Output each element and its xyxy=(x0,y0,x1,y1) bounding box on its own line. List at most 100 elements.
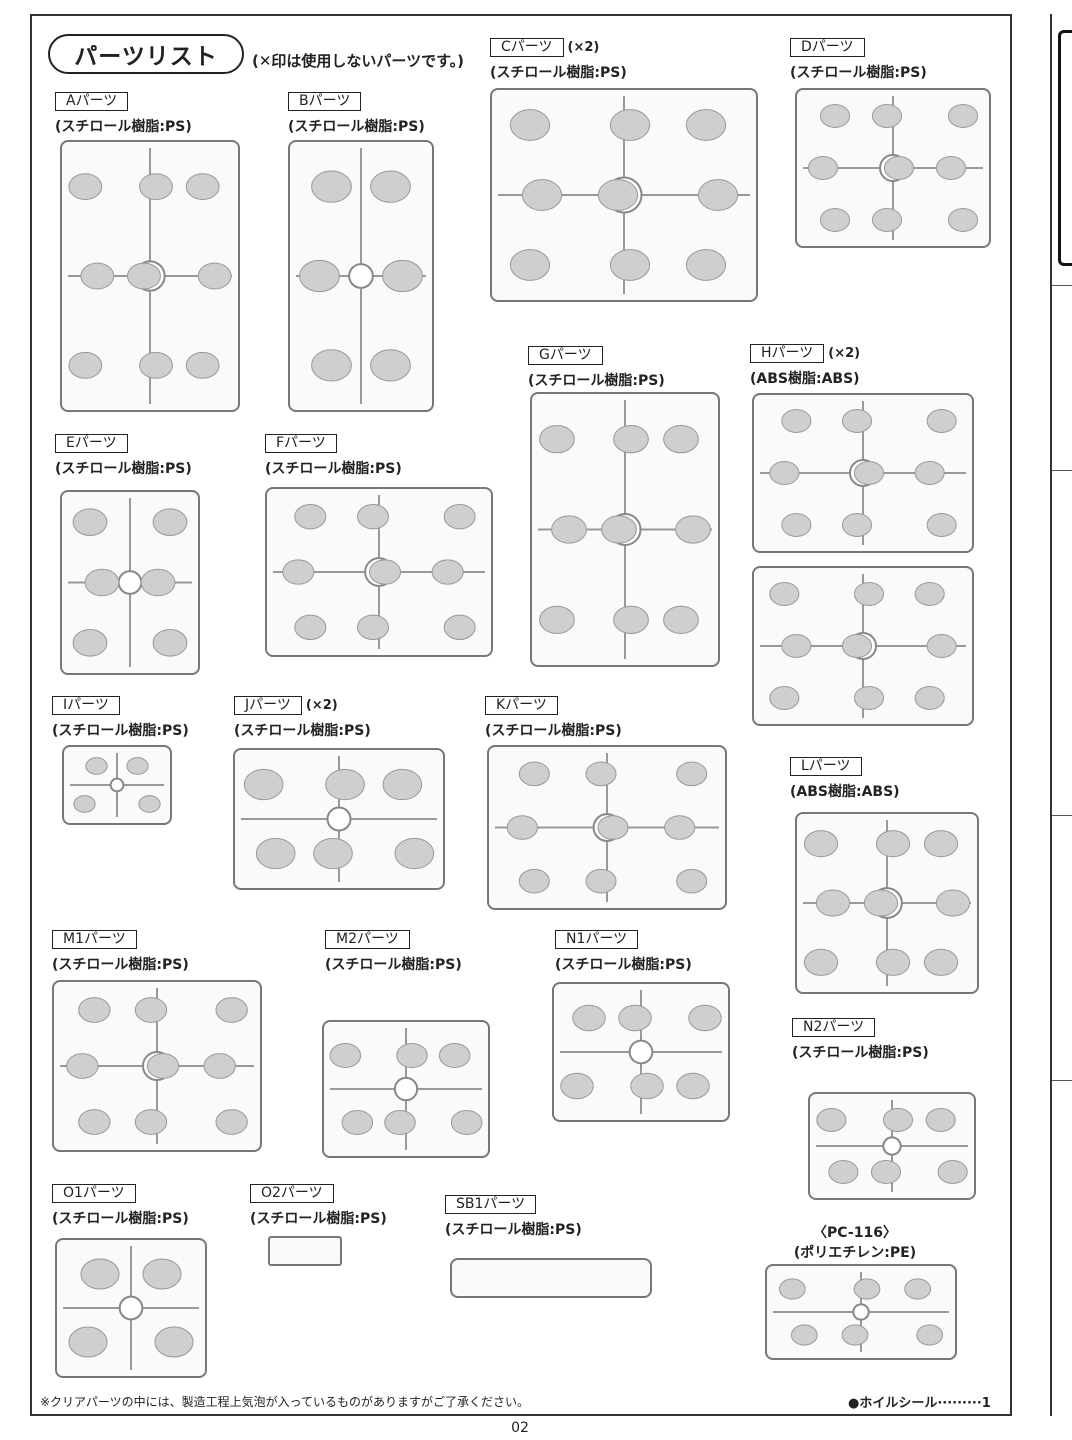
part-block-G: Gパーツ (スチロール樹脂:PS) xyxy=(528,344,665,390)
sprue-O1 xyxy=(55,1238,207,1378)
plastic-part xyxy=(126,757,149,775)
part-multiplier: (×2) xyxy=(305,698,338,713)
plastic-part xyxy=(311,349,352,382)
plastic-part xyxy=(769,686,800,710)
plastic-part xyxy=(66,1053,99,1079)
plastic-part xyxy=(697,179,739,211)
plastic-part xyxy=(609,109,651,141)
plastic-part xyxy=(443,503,476,530)
plastic-part xyxy=(134,1109,168,1135)
part-block-C: Cパーツ(×2) (スチロール樹脂:PS) xyxy=(490,36,627,82)
part-material: (スチロール樹脂:PS) xyxy=(445,1222,582,1238)
plastic-part xyxy=(875,830,911,858)
part-block-F: Fパーツ (スチロール樹脂:PS) xyxy=(265,432,402,478)
next-page-divider xyxy=(1052,470,1072,471)
plastic-part xyxy=(370,349,411,382)
sprue-N1 xyxy=(552,982,730,1122)
plastic-part xyxy=(394,837,435,870)
plastic-part xyxy=(916,1324,944,1346)
sprue-runner-drawing xyxy=(498,96,750,294)
plastic-part xyxy=(664,815,696,840)
plastic-part xyxy=(853,582,885,606)
plastic-part xyxy=(185,351,220,379)
plastic-part xyxy=(357,503,389,530)
plastic-part xyxy=(803,948,839,976)
plastic-part xyxy=(313,837,353,870)
plastic-part xyxy=(282,559,315,585)
plastic-part xyxy=(923,830,959,858)
plastic-part xyxy=(790,1324,818,1346)
plastic-part xyxy=(871,208,903,232)
plastic-part xyxy=(203,1053,236,1079)
plastic-part xyxy=(78,997,111,1023)
plastic-part xyxy=(853,461,885,485)
plastic-part xyxy=(299,259,340,293)
part-material: (スチロール樹脂:PS) xyxy=(234,723,371,739)
next-page-divider xyxy=(1052,815,1072,816)
unused-parts-note: (✕印は使用しないパーツです。) xyxy=(252,52,464,70)
page-number: 02 xyxy=(511,1420,529,1436)
plastic-part xyxy=(370,170,411,203)
part-block-L: Lパーツ (ABS樹脂:ABS) xyxy=(790,755,900,801)
part-block-M1: M1パーツ (スチロール樹脂:PS) xyxy=(52,928,189,974)
part-block-K: Kパーツ (スチロール樹脂:PS) xyxy=(485,694,622,740)
plastic-part xyxy=(601,515,637,544)
plastic-part xyxy=(883,156,915,180)
plastic-part xyxy=(68,173,103,201)
plastic-part xyxy=(926,634,957,658)
plastic-part xyxy=(84,568,120,597)
plastic-part xyxy=(663,425,699,454)
plastic-part xyxy=(841,409,873,433)
part-material: (スチロール樹脂:PS) xyxy=(52,957,189,973)
sprue-H-2 xyxy=(752,566,974,726)
sprue-SB1 xyxy=(450,1258,652,1298)
plastic-part xyxy=(518,761,550,787)
sprue-D xyxy=(795,88,991,248)
part-label: Bパーツ xyxy=(288,92,362,111)
sprue-runner-drawing xyxy=(495,753,719,902)
plastic-part xyxy=(597,815,629,840)
part-block-I: Iパーツ (スチロール樹脂:PS) xyxy=(52,694,189,740)
part-material: (スチロール樹脂:PS) xyxy=(55,119,192,135)
sprue-runner-drawing xyxy=(60,988,254,1144)
part-material: (ポリエチレン:PE) xyxy=(793,1245,917,1261)
plastic-part xyxy=(663,605,699,634)
plastic-part xyxy=(871,104,903,128)
sprue-H-1 xyxy=(752,393,974,553)
next-page-edge xyxy=(1050,14,1072,1416)
sprue-runner-drawing xyxy=(70,753,164,817)
plastic-part xyxy=(509,249,551,281)
plastic-part xyxy=(935,889,971,917)
plastic-part xyxy=(778,1278,806,1300)
sprue-gate-ring xyxy=(882,1136,902,1156)
part-multiplier: (×2) xyxy=(828,346,861,361)
plastic-part xyxy=(185,173,220,201)
sprue-gate-ring xyxy=(118,1295,144,1321)
plastic-part xyxy=(80,1258,120,1290)
sprue-runner-drawing xyxy=(538,400,712,659)
plastic-part xyxy=(781,634,812,658)
part-block-B: Bパーツ (スチロール樹脂:PS) xyxy=(288,90,425,136)
sprue-O2 xyxy=(268,1236,342,1266)
sprue-gate-ring xyxy=(117,570,143,595)
plastic-part xyxy=(329,1042,362,1069)
plastic-part xyxy=(688,1004,722,1032)
plastic-part xyxy=(875,948,911,976)
plastic-part xyxy=(914,461,945,485)
sprue-runner-drawing xyxy=(773,1272,949,1352)
part-label: 〈PC-116〉 xyxy=(813,1225,897,1241)
plastic-part xyxy=(142,1258,182,1290)
plastic-part xyxy=(597,179,639,211)
part-block-J: Jパーツ(×2) (スチロール樹脂:PS) xyxy=(234,694,371,740)
sprue-runner-drawing xyxy=(296,148,426,404)
part-block-PC: 〈PC-116〉 (ポリエチレン:PE) xyxy=(790,1222,920,1262)
sprue-K xyxy=(487,745,727,910)
plastic-part xyxy=(311,170,352,203)
plastic-part xyxy=(539,605,575,634)
plastic-part xyxy=(127,262,161,290)
part-label: N1パーツ xyxy=(555,930,639,949)
plastic-part xyxy=(369,559,401,585)
plastic-part xyxy=(325,768,365,801)
sprue-runner-drawing xyxy=(68,498,192,667)
part-material: (スチロール樹脂:PS) xyxy=(528,373,665,389)
